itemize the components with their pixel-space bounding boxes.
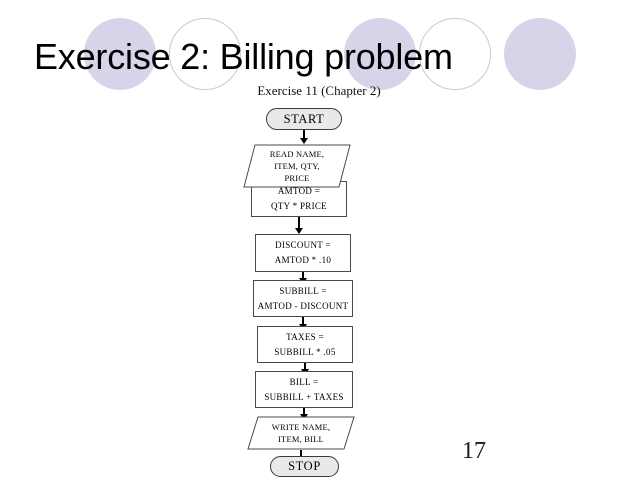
flow-node-write-output-line-1: WRITE NAME, xyxy=(271,422,331,432)
flow-node-start: START xyxy=(266,108,342,130)
flow-connector-amtod-discount xyxy=(251,217,347,234)
flow-node-bill: BILL = SUBBILL + TAXES xyxy=(255,371,353,408)
flow-node-write-output: WRITE NAME, ITEM, BILL xyxy=(247,416,355,450)
flow-connector-start-read xyxy=(266,130,342,144)
flow-node-read-input-line-3: PRICE xyxy=(284,173,310,183)
flow-node-discount-line-2: AMTOD * .10 xyxy=(274,255,332,265)
parallelogram-shape-icon xyxy=(243,144,351,188)
flow-node-amtod-line-1: AMTOD = xyxy=(277,186,321,196)
flow-node-subbill-line-1: SUBBILL = xyxy=(279,285,327,296)
flow-node-bill-line-1: BILL = xyxy=(289,376,319,387)
parallelogram-shape-icon xyxy=(247,416,355,450)
flow-node-amtod-line-2: QTY * PRICE xyxy=(271,201,327,211)
page-number: 17 xyxy=(462,438,486,464)
flowchart-diagram: START READ NAME, ITEM, QTY, PRICE AMTOD … xyxy=(0,104,638,478)
flow-node-write-output-line-2: ITEM, BILL xyxy=(278,434,324,444)
flow-node-read-input-line-1: READ NAME, xyxy=(269,149,325,159)
slide-subtitle: Exercise 11 (Chapter 2) xyxy=(257,83,381,98)
flow-node-discount: DISCOUNT = AMTOD * .10 xyxy=(255,234,351,272)
flow-node-start-line-1: START xyxy=(283,111,325,126)
flow-node-subbill: SUBBILL = AMTOD - DISCOUNT xyxy=(253,280,353,317)
flow-node-stop-line-1: STOP xyxy=(288,459,321,473)
flow-node-stop: STOP xyxy=(270,456,339,477)
flow-node-taxes-line-1: TAXES = xyxy=(286,331,324,342)
decorative-circle-5 xyxy=(504,18,576,90)
slide-title: Exercise 2: Billing problem xyxy=(34,36,453,77)
flow-node-bill-line-2: SUBBILL + TAXES xyxy=(264,391,344,402)
flow-node-taxes-line-2: SUBBILL * .05 xyxy=(274,346,336,357)
flow-node-subbill-line-2: AMTOD - DISCOUNT xyxy=(257,300,349,311)
flow-node-discount-line-1: DISCOUNT = xyxy=(275,240,331,250)
flow-node-read-input-line-2: ITEM, QTY, xyxy=(274,161,320,171)
flow-node-read-input: READ NAME, ITEM, QTY, PRICE xyxy=(243,144,351,188)
flow-node-taxes: TAXES = SUBBILL * .05 xyxy=(257,326,353,363)
